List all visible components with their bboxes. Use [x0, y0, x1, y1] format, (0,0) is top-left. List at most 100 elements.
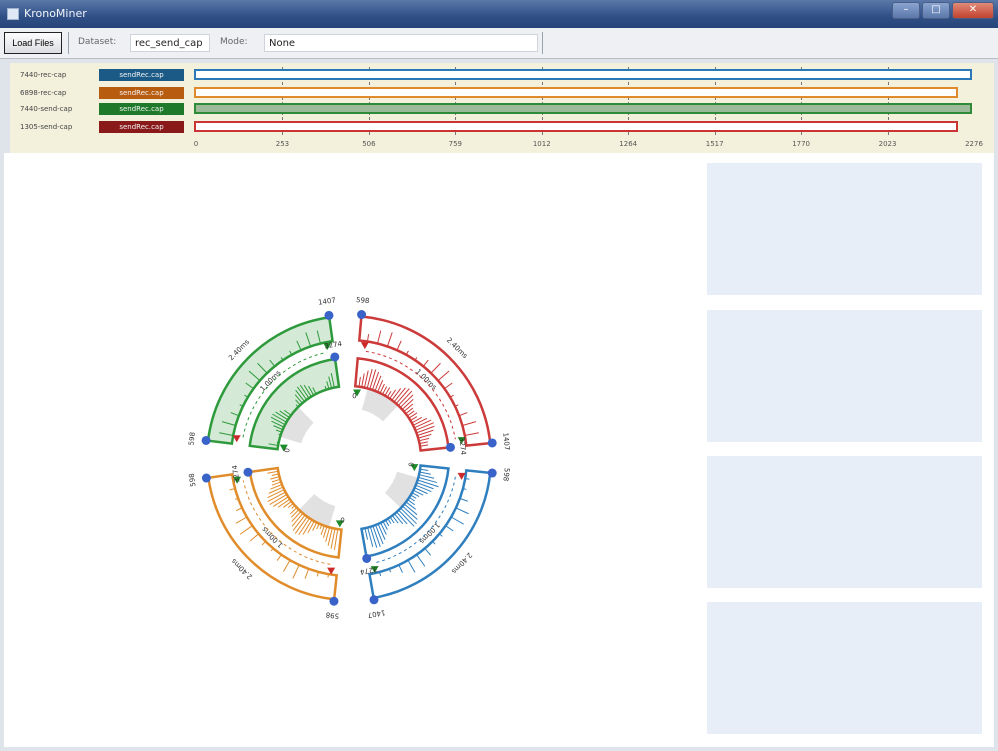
timeline-file-button[interactable]: sendRec.cap	[99, 69, 184, 81]
toolbar-separator	[542, 32, 543, 54]
blue-inner-spike	[416, 482, 434, 490]
title-bar: KronoMiner – □ ✕	[0, 0, 998, 28]
green-outer-spike	[245, 382, 254, 390]
timeline-axis-tick-label: 253	[275, 140, 290, 148]
orange-outer-band	[206, 473, 339, 601]
red-inner-spike	[395, 388, 410, 404]
timeline-gridline	[368, 67, 370, 135]
timeline-file-button[interactable]: sendRec.cap	[99, 103, 184, 115]
timeline-bar[interactable]	[194, 87, 958, 98]
blue-inner-spike	[385, 519, 390, 527]
green-outer-start-handle[interactable]	[201, 435, 211, 445]
orange-inner-end-handle[interactable]	[243, 467, 253, 477]
green-outer-spike	[230, 412, 240, 417]
orange-inner-spike	[270, 476, 280, 480]
radial-arc-view[interactable]: 2.40ms1.00ms5981407327402.40ms1.00ms5981…	[4, 153, 704, 747]
red-inner-spike	[379, 383, 385, 394]
timeline-file-button[interactable]: sendRec.cap	[99, 121, 184, 133]
blue-inner-start-label: 0	[406, 462, 414, 467]
red-outer-spike	[444, 382, 453, 390]
timeline-bar[interactable]	[194, 69, 972, 80]
maximize-button[interactable]: □	[922, 2, 950, 19]
green-outer-end-handle[interactable]	[324, 310, 334, 320]
orange-marker	[233, 476, 242, 484]
red-inner-spike	[419, 441, 428, 445]
orange-start-label: 598	[325, 610, 339, 619]
green-inner-spike	[272, 413, 287, 423]
green-inner-spike	[294, 394, 303, 404]
timeline-file-button[interactable]: sendRec.cap	[99, 87, 184, 99]
timeline-gridline	[455, 67, 457, 135]
green-inner-spike	[270, 416, 286, 426]
red-inner-spike	[405, 407, 414, 415]
orange-outer-spike	[261, 541, 266, 546]
orange-outer-end-handle[interactable]	[201, 473, 211, 483]
red-outer-end-handle[interactable]	[487, 438, 497, 448]
timeline-bar[interactable]	[194, 103, 972, 114]
blue-connector-arc	[375, 476, 456, 564]
blue-inner-spike	[415, 484, 432, 493]
dataset-field[interactable]: rec_send_cap	[130, 34, 210, 52]
close-button[interactable]: ✕	[952, 2, 994, 19]
green-inner-end-handle[interactable]	[330, 352, 340, 362]
detail-panel-1[interactable]	[707, 163, 982, 295]
mode-field[interactable]: None	[264, 34, 538, 52]
green-inner-spike	[295, 389, 305, 402]
blue-outer-spike	[459, 497, 468, 502]
orange-outer-spike	[327, 574, 330, 578]
blue-inner-spike	[414, 487, 428, 495]
green-outer-spike	[296, 340, 302, 351]
detail-panel-2[interactable]	[707, 310, 982, 442]
orange-inner-spike	[298, 517, 310, 536]
orange-inner-spike	[327, 527, 333, 546]
red-inner-end-handle[interactable]	[445, 442, 455, 452]
red-inner-spike	[382, 386, 388, 395]
blue-inner-spike	[420, 468, 429, 472]
orange-outer-start-handle[interactable]	[329, 596, 339, 606]
red-inner-spike	[393, 387, 406, 403]
red-start-label: 598	[356, 296, 370, 305]
minimize-button[interactable]: –	[892, 2, 920, 19]
red-outer-spike	[377, 330, 382, 344]
blue-inner-end-handle[interactable]	[362, 553, 372, 563]
red-marker	[457, 437, 466, 445]
green-inner-spike	[324, 385, 327, 390]
blue-outer-start-handle[interactable]	[487, 468, 497, 478]
red-connector-arc	[365, 350, 456, 440]
orange-inner-spike	[273, 496, 289, 507]
blue-inner-spike	[387, 518, 392, 524]
detail-panel-4[interactable]	[707, 602, 982, 734]
blue-outer-spike	[462, 488, 467, 490]
red-inner-spike	[369, 369, 377, 390]
orange-inner-spike	[312, 522, 318, 531]
timeline-bar[interactable]	[194, 121, 958, 132]
red-inner-spike	[407, 410, 415, 417]
blue-marker	[370, 566, 379, 574]
blue-inner-spike	[398, 509, 415, 527]
orange-inner-spike	[269, 494, 288, 505]
green-outer-spike	[219, 432, 234, 436]
green-inner-spike	[275, 411, 289, 421]
red-inner-spike	[377, 379, 384, 393]
orange-marker	[327, 567, 336, 575]
orange-inner-spike	[267, 470, 279, 474]
timeline-row-label: 7440-send-cap	[20, 105, 73, 113]
blue-marker	[410, 464, 419, 472]
green-inner-spike	[295, 399, 301, 406]
red-outer-spike	[430, 362, 441, 374]
load-files-button[interactable]: Load Files	[4, 32, 62, 54]
orange-inner-spike	[291, 512, 304, 527]
timeline-overview: 7440-rec-cap sendRec.cap 6898-rec-cap se…	[10, 63, 994, 153]
red-inner-spike	[416, 425, 435, 434]
orange-inner-spike	[294, 516, 308, 534]
orange-inner-spike	[283, 500, 292, 508]
timeline-axis-tick-label: 1517	[705, 140, 724, 148]
orange-inner-spike	[307, 520, 315, 534]
red-outer-start-handle[interactable]	[357, 310, 367, 320]
blue-inner-end-label: 3274	[359, 565, 378, 576]
detail-panel-3[interactable]	[707, 456, 982, 588]
blue-outer-end-handle[interactable]	[369, 595, 379, 605]
blue-start-label: 598	[501, 467, 510, 481]
green-outer-spike	[280, 357, 284, 361]
